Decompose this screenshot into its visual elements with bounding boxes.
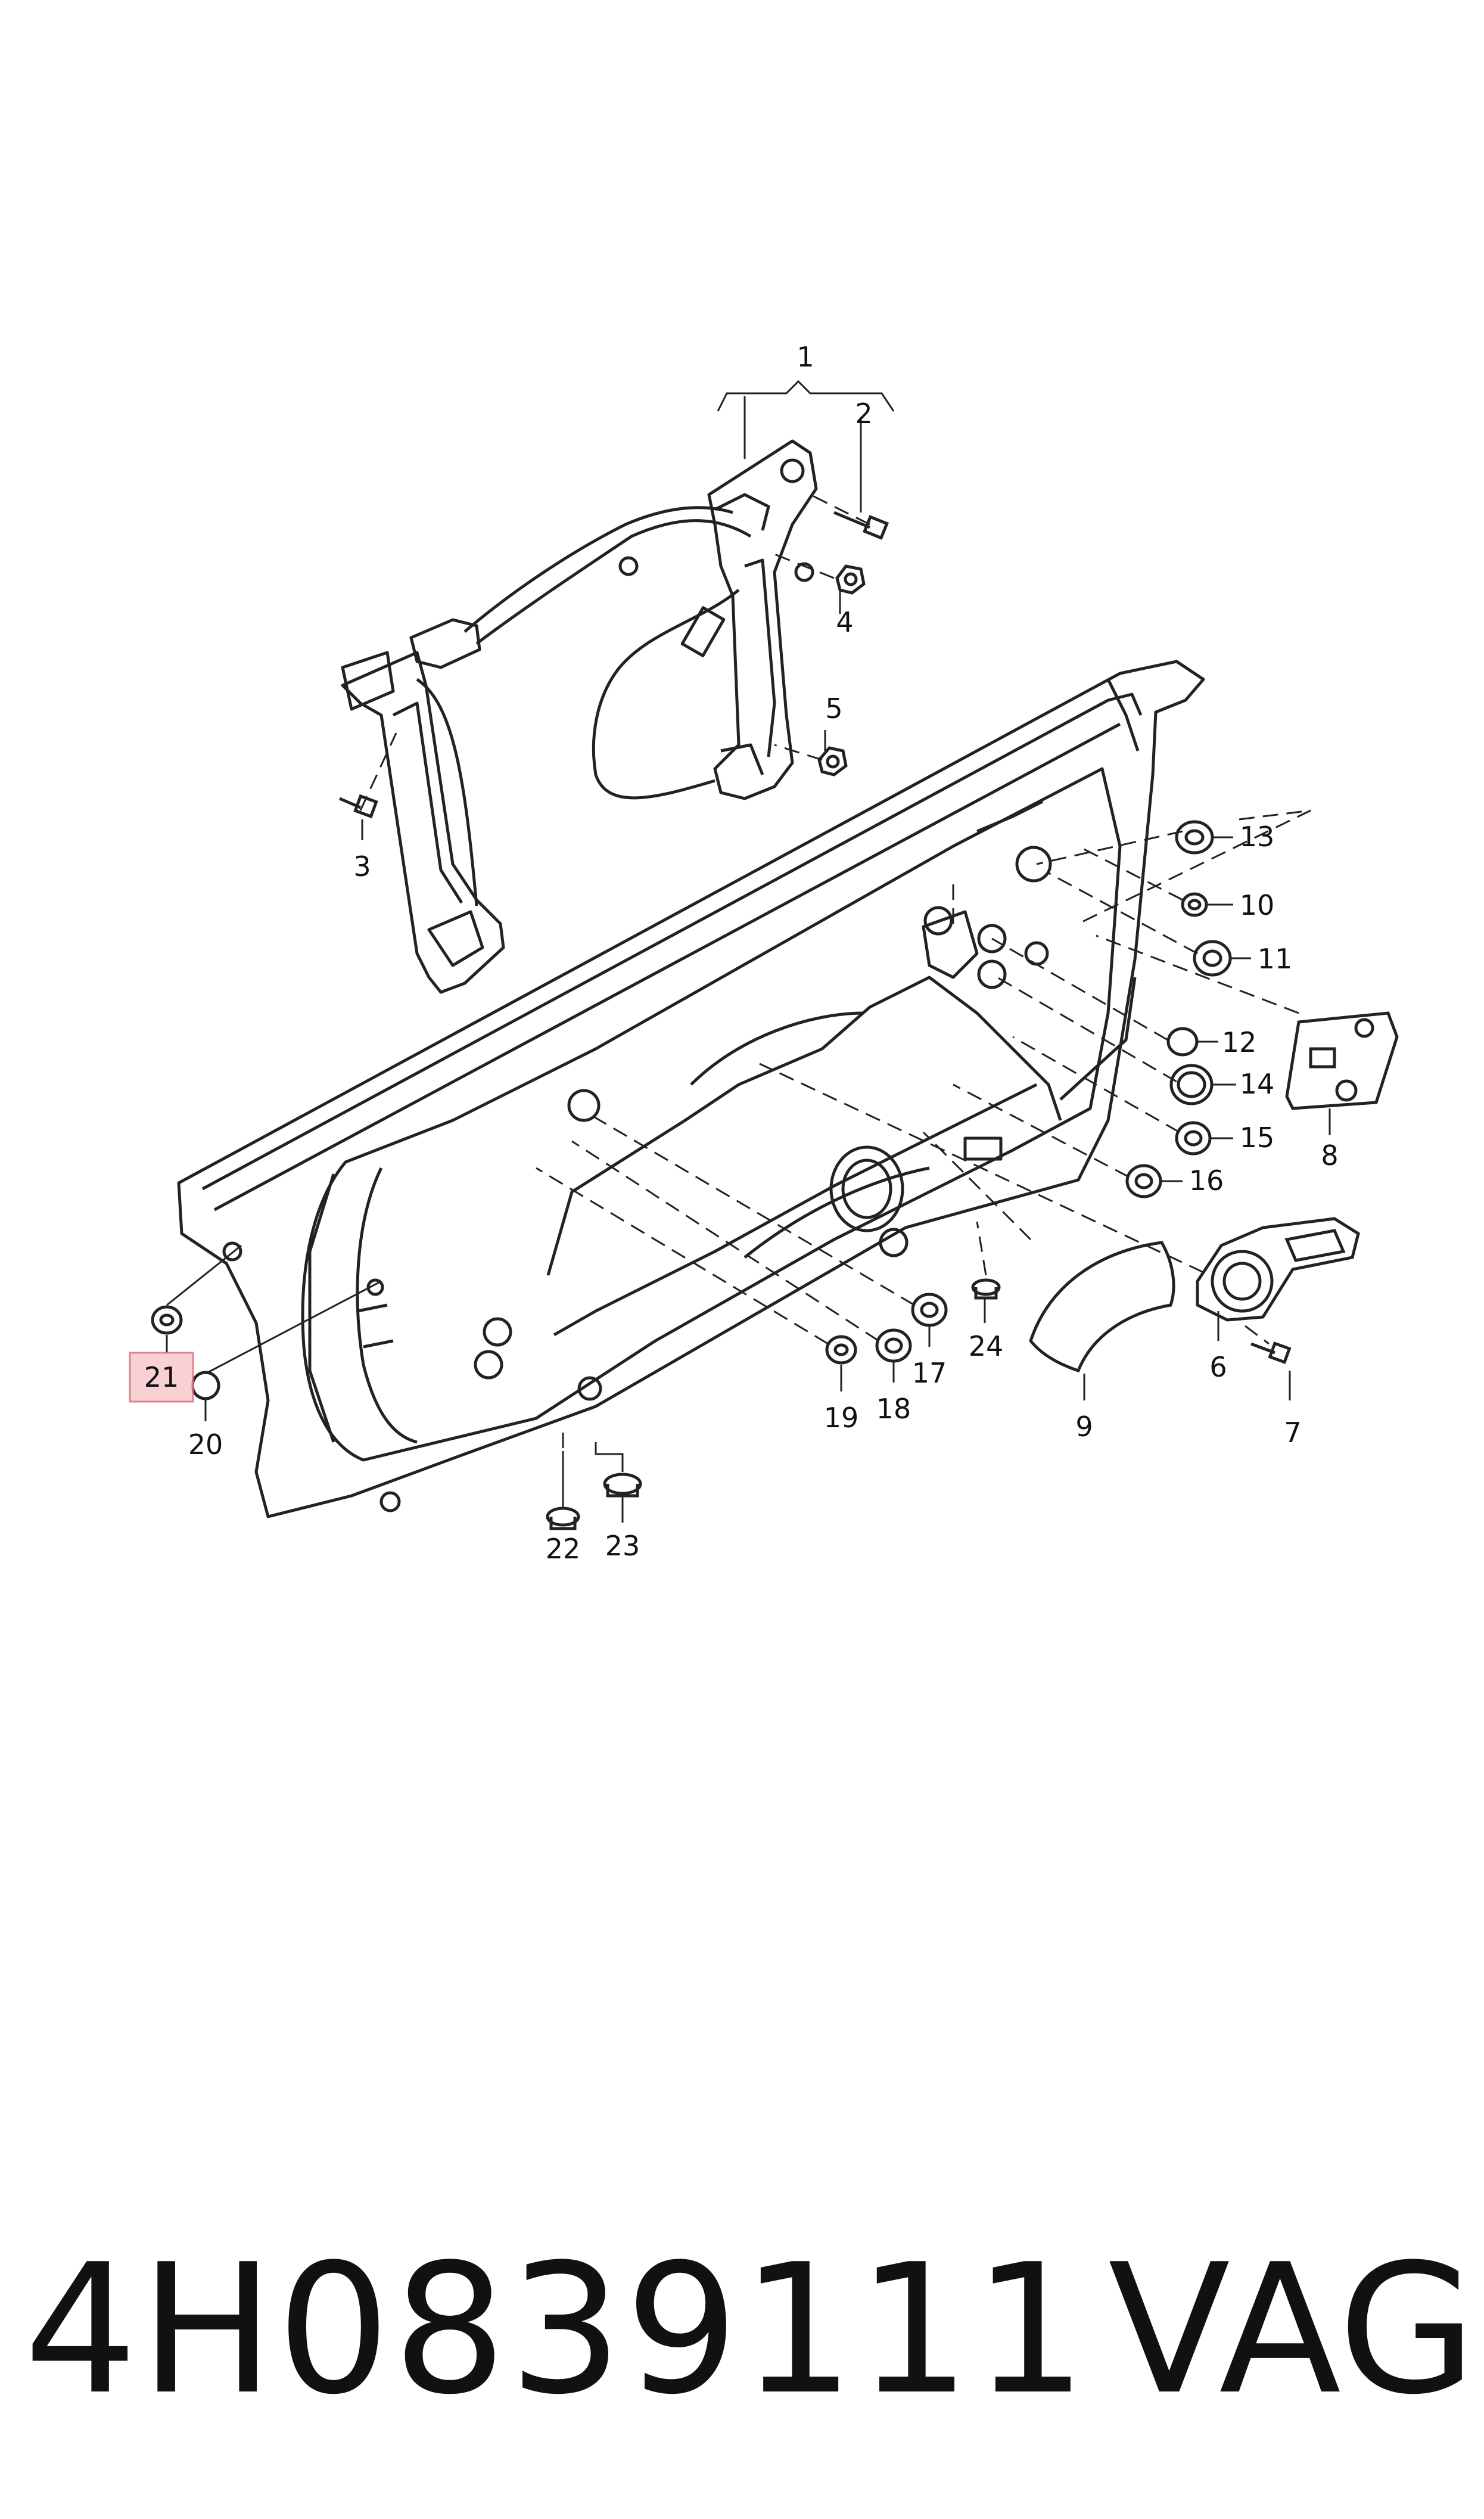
grommet-10-icon [1181,892,1208,917]
callout-4: 4 [836,606,853,638]
callout-16: 16 [1189,1164,1224,1197]
plug-22-icon [546,1507,580,1530]
callout-21: 21 [144,1361,179,1393]
grommet-17-icon [911,1293,948,1327]
screw-2-icon [833,511,889,540]
callout-23: 23 [605,1530,640,1562]
grommet-11-icon [1193,940,1232,977]
window-regulator [341,439,818,994]
grommet-15-icon [1175,1121,1212,1156]
grommet-20-icon [191,1371,220,1400]
callout-6: 6 [1209,1351,1227,1383]
grommet-13-icon [1175,820,1214,855]
screw-3-icon [339,794,378,819]
callout-14: 14 [1240,1068,1275,1100]
callout-20: 20 [188,1428,223,1461]
leader-lines [166,380,1331,1523]
callout-2: 2 [855,397,872,430]
callout-18: 18 [876,1393,911,1425]
callout-8: 8 [1321,1139,1338,1172]
grommet-18-icon [875,1328,912,1363]
plug-23-icon [603,1473,642,1498]
callout-13: 13 [1240,821,1275,853]
callout-19: 19 [824,1402,859,1434]
nut-4-icon [835,564,866,595]
callout-22: 22 [546,1533,581,1565]
screw-7-icon [1250,1341,1292,1364]
callout-11: 11 [1258,943,1293,975]
grommet-21-icon [151,1305,183,1335]
door-inner-panel [177,660,1205,1518]
callout-9: 9 [1075,1411,1093,1443]
plug-24-icon [971,1278,1001,1300]
grommet-14-icon [1169,1064,1214,1105]
callout-24: 24 [969,1330,1004,1362]
dashed-assembly-lines [359,493,1311,1448]
footer: 4H0839111 VAG [0,2205,1484,2455]
callout-17: 17 [912,1357,947,1389]
callout-1: 1 [797,341,814,373]
cover-foil-9-icon [1029,1241,1175,1373]
callout-12: 12 [1222,1026,1257,1058]
part-number: 4H0839111 [24,2226,1090,2434]
highlight-box-21 [129,1352,194,1403]
control-unit-8-icon [1285,1011,1399,1110]
callout-5: 5 [825,692,842,725]
grommet-12-icon [1166,1027,1199,1057]
nut-5-icon [817,746,848,776]
callout-labels: 1 2 3 4 5 6 7 8 9 10 11 12 13 14 15 16 1… [144,341,1339,1565]
callout-10: 10 [1240,889,1275,921]
brand-label: VAG [1108,2226,1477,2434]
window-motor-6-icon [1196,1217,1360,1322]
callout-7: 7 [1284,1417,1301,1449]
callout-15: 15 [1240,1122,1275,1154]
callout-3: 3 [353,850,371,883]
grommet-19-icon [825,1335,857,1365]
grommet-16-icon [1125,1164,1162,1198]
